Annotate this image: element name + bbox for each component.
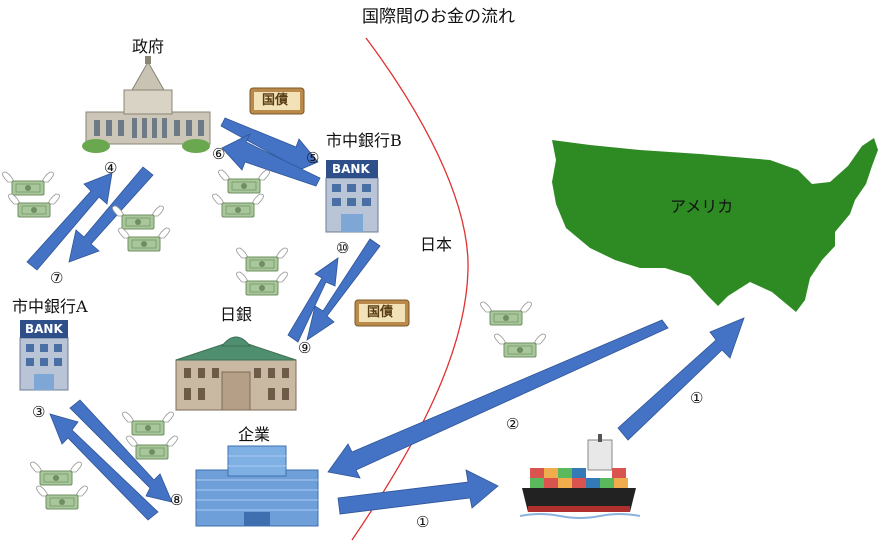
- label-america: アメリカ: [670, 197, 734, 216]
- label-boj: 日銀: [220, 305, 253, 324]
- label-japan: 日本: [420, 235, 453, 254]
- arrow-usa-to-company: [327, 319, 669, 479]
- arrow-gov-to-bank-a: [68, 166, 154, 263]
- step-1-usa: ①: [690, 389, 704, 407]
- step-4: ④: [104, 159, 118, 177]
- label-company: 企業: [238, 425, 271, 444]
- arrow-bank-a-to-company: [69, 399, 173, 503]
- arrow-company-to-ship: [337, 469, 499, 515]
- arrow-company-to-bank-a: [49, 413, 159, 521]
- step-9: ⑨: [298, 339, 312, 357]
- bank-a-building-icon: [19, 320, 69, 391]
- step-10: ⑩: [336, 239, 350, 257]
- border-line: [351, 37, 469, 541]
- bond-label-bottom: 国債: [367, 305, 394, 320]
- boj-building-icon: [175, 336, 297, 411]
- bond-icon: [354, 299, 410, 327]
- diet-building-icon: [82, 56, 211, 153]
- arrow-bank-b-to-boj: [306, 238, 381, 341]
- step-2: ②: [506, 415, 520, 433]
- bond-icon: [249, 87, 305, 115]
- arrow-ship-to-usa: [617, 317, 745, 441]
- arrow-gov-to-bank-b: [220, 117, 319, 175]
- step-3: ③: [32, 403, 46, 421]
- arrow-boj-to-bank-b: [287, 257, 339, 343]
- label-bank-a: 市中銀行A: [12, 297, 88, 316]
- bond-label-top: 国債: [262, 93, 289, 108]
- diagram-title: 国際間のお金の流れ: [362, 7, 515, 27]
- bank-b-building-icon: [325, 160, 379, 233]
- usa-map: [552, 138, 878, 312]
- container-ship-icon: [519, 434, 641, 519]
- bank-b-sign: BANK: [332, 162, 370, 176]
- step-7: ⑦: [50, 269, 64, 287]
- arrow-bank-b-to-gov: [221, 133, 321, 187]
- step-5: ⑤: [306, 149, 320, 167]
- company-building-icon: [195, 445, 319, 527]
- label-government: 政府: [132, 37, 165, 56]
- step-8: ⑧: [170, 491, 184, 509]
- arrow-bank-a-to-gov: [26, 172, 113, 271]
- step-1-ship: ①: [416, 513, 430, 531]
- arrows: [26, 117, 745, 521]
- bank-a-sign: BANK: [25, 322, 63, 336]
- step-6: ⑥: [212, 145, 226, 163]
- label-bank-b: 市中銀行B: [326, 131, 402, 150]
